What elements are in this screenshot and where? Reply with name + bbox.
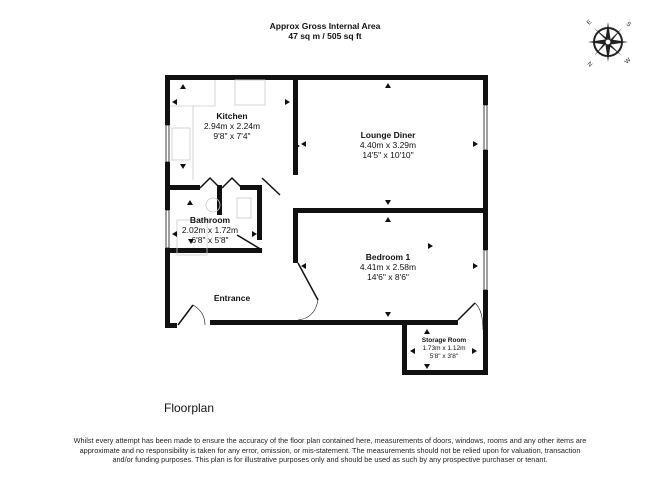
- room-bedroom-1: Bedroom 1 4.41m x 2.58m 14'6" x 8'6": [359, 252, 417, 282]
- floor-label: Floorplan: [164, 401, 215, 415]
- svg-text:E: E: [586, 19, 593, 26]
- area-value: 47 sq m / 505 sq ft: [288, 31, 362, 41]
- room-bathroom: Bathroom 2.02m x 1.72m 6'8" x 5'8": [181, 215, 239, 245]
- room-entrance: Entrance: [213, 293, 251, 303]
- disclaimer-text: Whilst every attempt has been made to en…: [73, 436, 587, 465]
- walls: [165, 75, 488, 375]
- area-header: Approx Gross Internal Area 47 sq m / 505…: [0, 21, 650, 41]
- area-title: Approx Gross Internal Area: [269, 21, 381, 31]
- svg-text:W: W: [624, 57, 632, 65]
- svg-text:S: S: [625, 21, 632, 28]
- room-kitchen: Kitchen 2.94m x 2.24m 9'8" x 7'4": [203, 111, 261, 141]
- svg-text:N: N: [586, 61, 593, 68]
- room-lounge-diner: Lounge Diner 4.40m x 3.29m 14'5" x 10'10…: [359, 130, 417, 160]
- compass-rose-icon: E S N W: [586, 19, 633, 68]
- room-storage: Storage Room 1.73m x 1.12m 5'8" x 3'8": [421, 337, 467, 360]
